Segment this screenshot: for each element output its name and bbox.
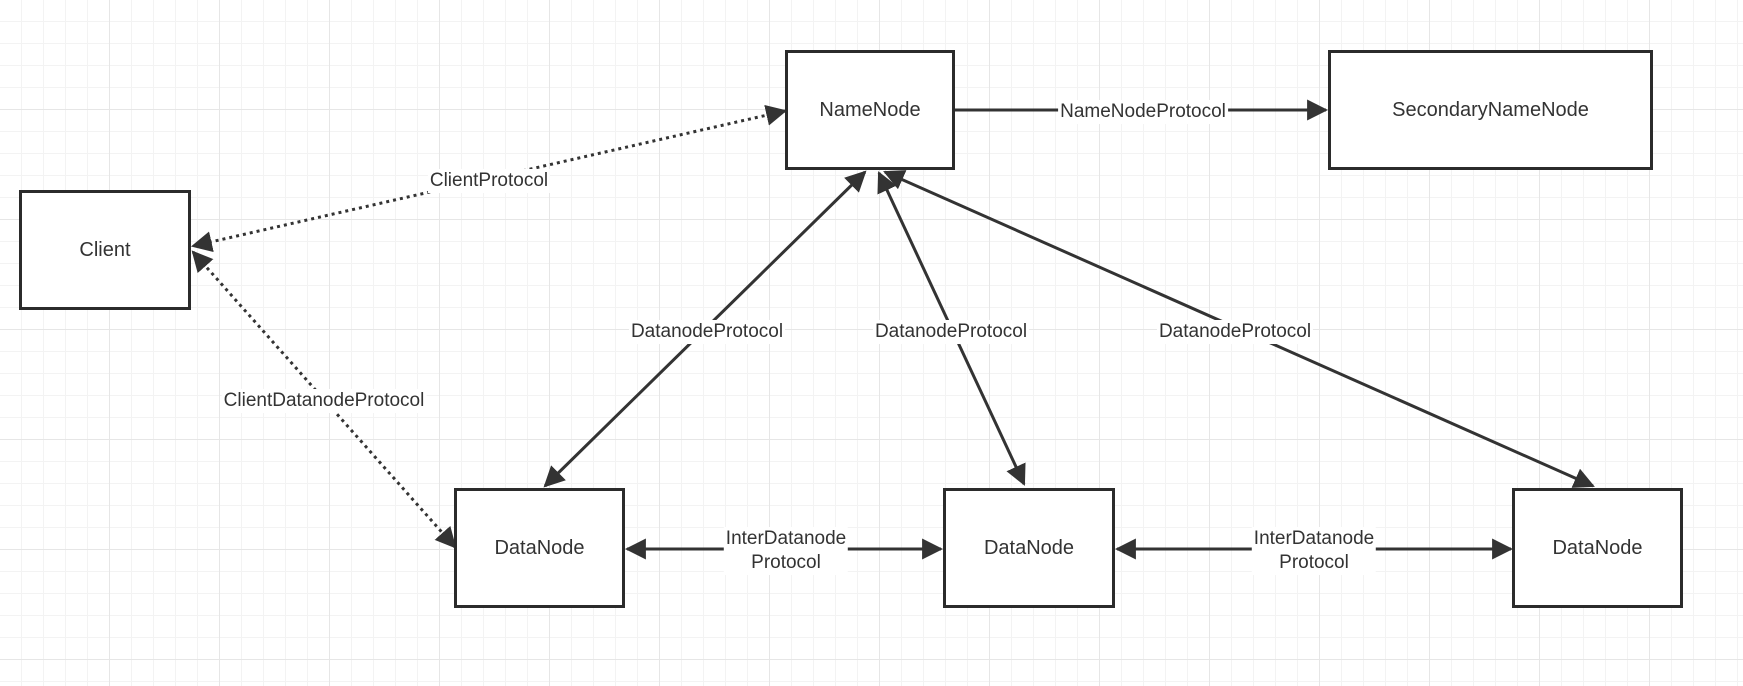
namenode-label: NameNode xyxy=(819,98,921,121)
client-box: Client xyxy=(19,190,191,310)
datanode-box-1: DataNode xyxy=(454,488,625,608)
datanode-box-3: DataNode xyxy=(1512,488,1683,608)
client-label: Client xyxy=(79,238,131,261)
namenode-box: NameNode xyxy=(785,50,955,170)
datanode-label-2: DataNode xyxy=(983,536,1075,559)
label-datanode-protocol-1: DatanodeProtocol xyxy=(628,320,786,344)
label-namenode-protocol: NameNodeProtocol xyxy=(1058,100,1228,124)
label-client-protocol: ClientProtocol xyxy=(427,169,551,193)
label-datanode-protocol-3: DatanodeProtocol xyxy=(1156,320,1314,344)
datanode-label-1: DataNode xyxy=(494,536,585,559)
label-client-datanode-protocol: ClientDatanodeProtocol xyxy=(221,389,427,413)
secondary-namenode-box: SecondaryNameNode xyxy=(1328,50,1653,170)
secondary-namenode-label: SecondaryNameNode xyxy=(1392,98,1589,121)
label-datanode-protocol-2: DatanodeProtocol xyxy=(872,320,1030,344)
datanode-box-2: DataNode xyxy=(943,488,1115,608)
label-interdatanode-1: InterDatanode Protocol xyxy=(723,527,849,575)
datanode-label-3: DataNode xyxy=(1552,536,1643,559)
label-interdatanode-2: InterDatanode Protocol xyxy=(1251,527,1377,575)
